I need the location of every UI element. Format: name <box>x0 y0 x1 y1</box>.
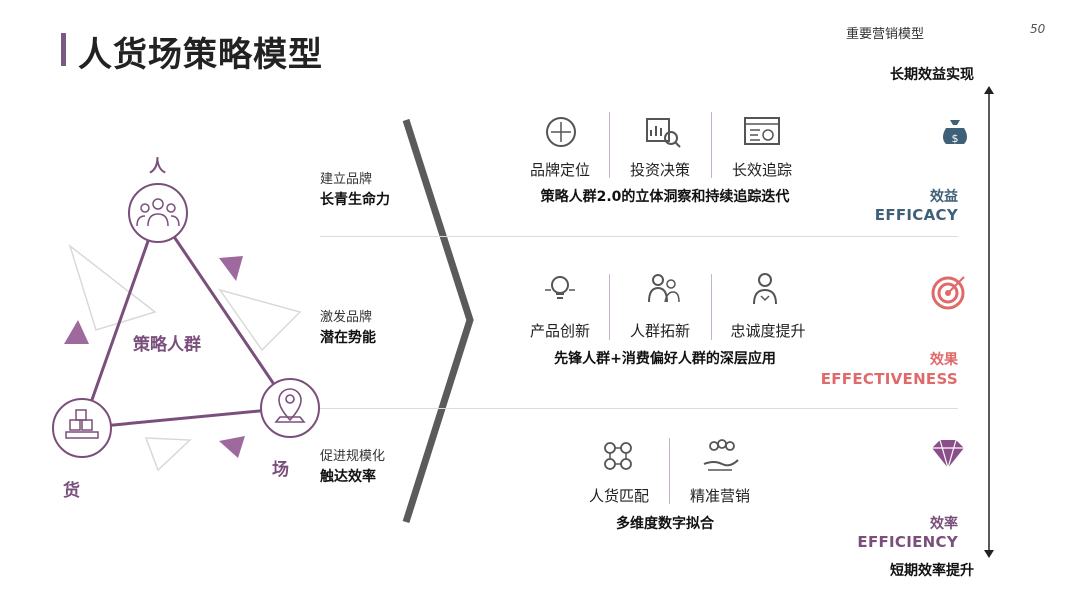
label-place: 场 <box>272 460 289 480</box>
row1-summary: 策略人群2.0的立体洞察和持续追踪迭代 <box>540 189 790 205</box>
row3-category-line1: 促进规模化 <box>320 449 386 464</box>
label-people: 人 <box>149 157 166 177</box>
target-icon <box>931 276 965 310</box>
row-divider-2 <box>320 408 958 409</box>
vertical-axis-arrow <box>984 86 994 558</box>
result-effectiveness-en: EFFECTIVENESS <box>820 370 958 388</box>
row2-item-1: 产品创新 <box>529 322 590 340</box>
location-pin-icon <box>274 388 306 423</box>
bg-shape-right <box>218 288 302 352</box>
title-accent-bar <box>61 33 66 66</box>
row1-item-3: 长效追踪 <box>731 161 792 179</box>
loyalty-person-icon <box>753 273 777 305</box>
row2-summary: 先锋人群+消费偏好人群的深层应用 <box>554 351 776 367</box>
row1-item-1: 品牌定位 <box>529 161 590 179</box>
marker-triangle-2 <box>64 320 89 344</box>
row1-icon-divider-2 <box>711 112 712 178</box>
row1-item-2: 投资决策 <box>629 161 690 179</box>
row3-item-2: 精准营销 <box>689 487 750 505</box>
money-bag-icon: $ <box>943 120 967 145</box>
row2-item-3: 忠诚度提升 <box>730 322 806 340</box>
row-divider-1 <box>320 236 958 237</box>
svg-text:$: $ <box>952 132 959 145</box>
row1-category-line2: 长青生命力 <box>320 192 390 208</box>
goods-boxes-icon <box>65 409 99 439</box>
result-efficacy-cn: 效益 <box>930 189 958 205</box>
diamond-icon <box>932 439 964 469</box>
precision-marketing-hand-icon <box>703 439 739 471</box>
axis-bottom-label: 短期效率提升 <box>890 563 974 579</box>
marker-triangle-3 <box>219 436 245 458</box>
row2-category-line1: 激发品牌 <box>320 310 373 325</box>
row3-item-1: 人货匹配 <box>588 487 649 505</box>
label-goods: 货 <box>63 481 80 501</box>
marker-triangle-1 <box>219 256 243 281</box>
row2-category-line2: 潜在势能 <box>320 330 376 346</box>
row2-item-2: 人群拓新 <box>629 322 690 340</box>
brand-positioning-icon <box>546 117 576 147</box>
row1-category-line1: 建立品牌 <box>320 172 373 187</box>
page-title: 人货场策略模型 <box>78 35 323 75</box>
row3-summary: 多维度数字拟合 <box>616 516 714 532</box>
result-efficiency-en: EFFICIENCY <box>857 533 958 551</box>
row3-category-line2: 触达效率 <box>320 469 376 485</box>
tracking-dashboard-icon <box>744 117 780 145</box>
section-title: 重要营销模型 <box>846 27 925 42</box>
result-effectiveness-cn: 效果 <box>930 352 958 368</box>
node-place <box>260 378 320 438</box>
people-group-icon <box>136 198 180 227</box>
row2-icon-divider-1 <box>609 274 610 340</box>
row3-icon-divider-1 <box>669 438 670 504</box>
row2-icon-divider-2 <box>711 274 712 340</box>
result-efficacy-en: EFFICACY <box>874 206 958 224</box>
investment-analysis-icon <box>646 118 681 148</box>
bg-shape-bottom <box>144 437 192 472</box>
chevron-separator <box>402 118 474 524</box>
axis-top-label: 长期效益实现 <box>890 67 974 83</box>
main-triangle <box>79 209 293 430</box>
node-people <box>128 183 188 243</box>
people-goods-match-icon <box>604 442 632 470</box>
bg-shape-left <box>68 243 157 331</box>
row1-icon-divider-1 <box>609 112 610 178</box>
result-efficiency-cn: 效率 <box>930 516 958 532</box>
product-innovation-bulb-icon <box>545 276 575 299</box>
page-number: 50 <box>1030 22 1046 36</box>
label-strategy-crowd: 策略人群 <box>133 335 201 355</box>
crowd-expansion-icon <box>648 274 680 303</box>
